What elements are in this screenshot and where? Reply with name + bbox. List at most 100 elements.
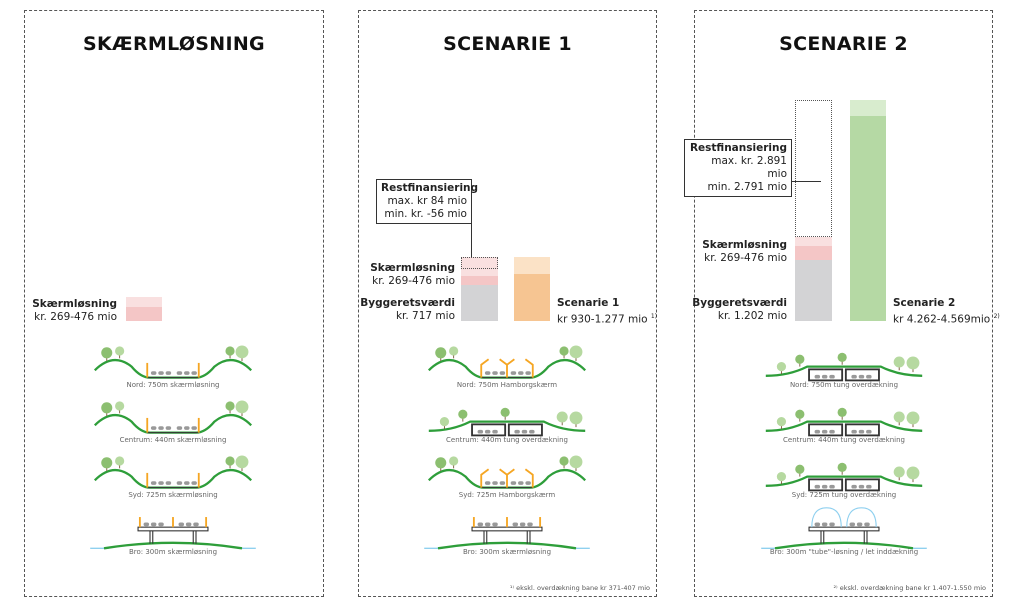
tree-icon — [449, 346, 459, 359]
scenarie-bar-max — [514, 257, 550, 274]
tree-icon — [500, 407, 510, 420]
tree-icon — [458, 409, 468, 422]
tree-icon — [559, 346, 569, 359]
tree-icon — [569, 411, 583, 428]
cross-section-bridge-screen — [90, 517, 256, 550]
footnote: ²⁾ ekskl. overdækning bane kr 1.407-1.55… — [833, 584, 986, 592]
cross-section-screen — [93, 345, 253, 379]
tunnel-icon — [808, 368, 880, 382]
tree-icon — [435, 457, 447, 472]
cross-section-screen — [93, 400, 253, 434]
cross-section-bridge-tube — [761, 507, 927, 550]
tree-icon — [115, 346, 125, 359]
cross-section-tunnel — [765, 462, 923, 492]
cross-section-bridge-screen — [424, 517, 590, 550]
tree-icon — [795, 464, 805, 477]
skaerm-bar-min — [126, 307, 162, 321]
restfinansiering-bar — [461, 257, 498, 269]
tree-icon — [776, 417, 787, 429]
cross-section-tunnel — [765, 407, 923, 437]
bridge-icon — [471, 526, 543, 544]
tree-icon — [435, 347, 447, 362]
hamborg-screen-icon — [480, 468, 534, 488]
noise-screen-icon — [146, 362, 200, 378]
tunnel-icon — [808, 423, 880, 437]
tree-icon — [225, 401, 235, 414]
tree-icon — [559, 456, 569, 469]
tree-icon — [776, 362, 787, 374]
tree-icon — [225, 456, 235, 469]
cross-section-hamborg — [427, 345, 587, 379]
tree-icon — [101, 457, 113, 472]
tree-icon — [776, 472, 787, 484]
section-caption: Centrum: 440m tung overdækning — [783, 436, 905, 444]
skaerm-bar-max — [461, 269, 498, 276]
scenarie-bar-max — [850, 100, 886, 116]
noise-screen-icon — [472, 517, 542, 528]
skaerm-bar-min — [795, 246, 832, 260]
scenarie-bar-min — [514, 274, 550, 321]
tunnel-icon — [471, 423, 543, 437]
cross-section-screen — [93, 455, 253, 489]
tree-icon — [893, 356, 905, 371]
tree-icon — [795, 354, 805, 367]
noise-screen-icon — [146, 417, 200, 433]
section-caption: Nord: 750m Hamborgskærm — [456, 381, 558, 389]
cross-section-tunnel — [765, 352, 923, 382]
hamborg-screen-icon — [480, 358, 534, 378]
tree-icon — [556, 411, 568, 426]
tree-icon — [906, 466, 920, 483]
tree-icon — [837, 462, 847, 475]
tree-icon — [795, 409, 805, 422]
section-caption: Bro: 300m skærmløsning — [462, 548, 552, 556]
tree-icon — [225, 346, 235, 359]
tree-icon — [569, 455, 583, 472]
section-caption: Nord: 750m tung overdækning — [789, 381, 899, 389]
footnote: ¹⁾ ekskl. overdækning bane kr 371-407 mi… — [509, 584, 650, 592]
section-caption: Bro: 300m "tube"-løsning / let inddæknin… — [769, 548, 919, 556]
tree-icon — [235, 455, 249, 472]
restfinansiering-bar — [795, 100, 832, 237]
section-caption: Centrum: 440m skærmløsning — [119, 436, 227, 444]
section-caption: Nord: 750m skærmløsning — [126, 381, 220, 389]
tree-icon — [837, 352, 847, 365]
tree-icon — [101, 402, 113, 417]
tree-icon — [439, 417, 450, 429]
skaerm-bar-max — [795, 237, 832, 246]
cross-section-tunnel — [428, 407, 586, 437]
scenarie-bar-min — [850, 116, 886, 321]
noise-screen-icon — [146, 472, 200, 488]
tree-icon — [906, 356, 920, 373]
tree-icon — [893, 411, 905, 426]
bridge-icon — [137, 526, 209, 544]
panel-title: SCENARIE 2 — [779, 33, 908, 55]
tree-icon — [235, 400, 249, 417]
panel-title: SKÆRMLØSNING — [83, 33, 265, 55]
section-caption: Centrum: 440m tung overdækning — [446, 436, 568, 444]
leader-line — [791, 181, 821, 182]
byggeret-bar — [795, 260, 832, 321]
tunnel-icon — [808, 478, 880, 492]
bridge-icon — [808, 526, 880, 544]
section-caption: Syd: 725m skærmløsning — [128, 491, 218, 499]
tube-cover-icon — [811, 507, 877, 528]
skaerm-bar-max — [126, 297, 162, 307]
panel-title: SCENARIE 1 — [443, 33, 572, 55]
tree-icon — [569, 345, 583, 362]
section-caption: Syd: 725m tung overdækning — [791, 491, 897, 499]
section-caption: Syd: 725m Hamborgskærm — [458, 491, 556, 499]
tree-icon — [115, 456, 125, 469]
tree-icon — [235, 345, 249, 362]
